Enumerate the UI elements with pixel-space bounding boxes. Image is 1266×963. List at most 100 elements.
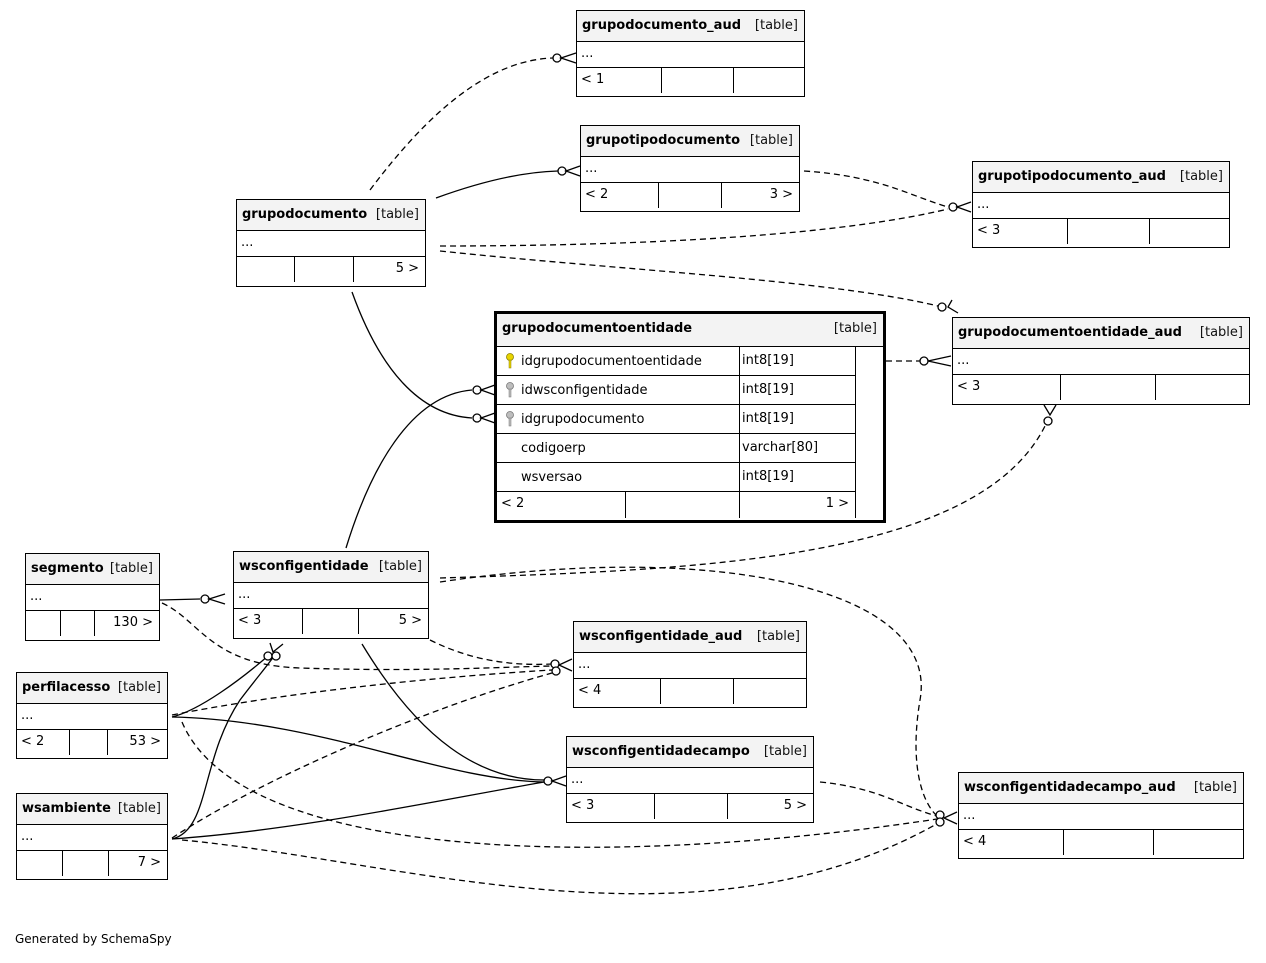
table-grupodocumento-aud[interactable]: grupodocumento_aud [table] ... < 1 bbox=[576, 10, 805, 97]
column-list: idgrupodocumentoentidade int8[19] idwsco… bbox=[497, 347, 883, 518]
edge-segmento-wsconfigentidade bbox=[159, 598, 201, 601]
table-footer: < 4 bbox=[574, 679, 806, 704]
edge-grupodocumento-gde-aud bbox=[439, 250, 939, 307]
table-type: [table] bbox=[1199, 325, 1243, 340]
table-header: grupodocumentoentidade[table] bbox=[497, 314, 883, 347]
edge-grupodocumento-grupotipodocumento-aud bbox=[439, 208, 949, 247]
table-body: ... bbox=[577, 42, 804, 68]
table-name: grupodocumento_aud bbox=[582, 18, 742, 33]
edge-grupodocumento-gde bbox=[351, 291, 473, 419]
footer-children[interactable]: 5 > bbox=[395, 261, 419, 276]
footer-middle bbox=[1064, 830, 1154, 855]
footer-children[interactable] bbox=[1156, 375, 1249, 400]
table-footer: < 3 5 > bbox=[567, 794, 813, 819]
crow-foot bbox=[942, 811, 958, 825]
column-name: codigoerp bbox=[521, 441, 586, 456]
footer-children[interactable]: 3 > bbox=[769, 187, 793, 202]
column-row[interactable]: idwsconfigentidade int8[19] bbox=[497, 376, 856, 405]
footer-parents[interactable]: < 1 bbox=[577, 68, 662, 93]
table-body: ... bbox=[26, 585, 159, 611]
footer-children[interactable] bbox=[734, 679, 806, 704]
footer-children[interactable] bbox=[1150, 219, 1229, 244]
table-body-text: ... bbox=[977, 197, 990, 212]
footer-parents[interactable]: < 3 bbox=[953, 375, 1061, 400]
table-body: ... bbox=[953, 349, 1249, 375]
table-body: ... bbox=[959, 804, 1243, 830]
edge-perfilacesso-wsconfigentidade-aud bbox=[171, 669, 553, 716]
column-row[interactable]: idgrupodocumentoentidade int8[19] bbox=[497, 347, 856, 376]
footer-parents[interactable] bbox=[237, 257, 295, 282]
edge-wsambiente-wsconfigentidade bbox=[171, 655, 275, 840]
edge-wsconfigentidade-gde bbox=[345, 389, 473, 549]
table-footer: < 3 5 > bbox=[234, 609, 428, 634]
table-name: segmento bbox=[31, 561, 104, 576]
footer-parents[interactable]: < 3 bbox=[234, 609, 303, 634]
footer-parents[interactable]: < 2 bbox=[497, 492, 626, 518]
foreign-key-icon bbox=[506, 411, 514, 427]
column-row[interactable]: idgrupodocumento int8[19] bbox=[497, 405, 856, 434]
table-body-text: ... bbox=[21, 708, 34, 723]
footer-parents[interactable]: < 3 bbox=[567, 794, 655, 819]
footer-children[interactable] bbox=[1154, 830, 1243, 855]
table-wsconfigentidade[interactable]: wsconfigentidade[table] ... < 3 5 > bbox=[233, 551, 429, 639]
footer-children[interactable]: 130 > bbox=[113, 615, 153, 630]
edge-grupodocumento-grupodocumento-aud bbox=[369, 57, 554, 191]
table-header: segmento[table] bbox=[26, 554, 159, 585]
footer-middle bbox=[662, 68, 734, 93]
table-wsambiente[interactable]: wsambiente[table] ... 7 > bbox=[16, 793, 168, 880]
table-perfilacesso[interactable]: perfilacesso[table] ... < 2 53 > bbox=[16, 672, 168, 759]
footer-middle bbox=[1061, 375, 1156, 400]
table-body-text: ... bbox=[30, 589, 43, 604]
column-row[interactable]: codigoerp varchar[80] bbox=[497, 434, 856, 463]
edge-perfilacesso-wsconfigentidade bbox=[171, 655, 269, 718]
table-segmento[interactable]: segmento[table] ... 130 > bbox=[25, 553, 160, 641]
footer-parents[interactable]: < 2 bbox=[581, 183, 659, 208]
table-type: [table] bbox=[117, 801, 161, 816]
edge-wsconfigentidade-wcc-aud bbox=[439, 566, 938, 817]
footer-children[interactable]: 53 > bbox=[129, 734, 161, 749]
footer-parents[interactable]: < 4 bbox=[959, 830, 1064, 855]
footer-parents[interactable]: < 4 bbox=[574, 679, 661, 704]
table-grupodocumentoentidade[interactable]: grupodocumentoentidade[table] idgrupodoc… bbox=[494, 311, 886, 523]
table-header: wsconfigentidade[table] bbox=[234, 552, 428, 583]
table-header: wsconfigentidadecampo_aud[table] bbox=[959, 773, 1243, 804]
footer-children[interactable]: 7 > bbox=[137, 855, 161, 870]
table-body-text: ... bbox=[238, 587, 251, 602]
table-grupodocumentoentidade-aud[interactable]: grupodocumentoentidade_aud[table] ... < … bbox=[952, 317, 1250, 405]
table-header: grupodocumento_aud [table] bbox=[577, 11, 804, 42]
footer-parents[interactable] bbox=[17, 851, 63, 876]
crow-foot bbox=[564, 165, 581, 177]
edge-perfilacesso-wcc-aud bbox=[181, 721, 938, 848]
footer-parents[interactable] bbox=[26, 611, 61, 636]
table-type: [table] bbox=[833, 321, 877, 336]
crow-foot bbox=[479, 412, 496, 424]
table-body-text: ... bbox=[585, 161, 598, 176]
table-wsconfigentidadecampo-aud[interactable]: wsconfigentidadecampo_aud[table] ... < 4 bbox=[958, 772, 1244, 859]
footer-parents[interactable]: < 3 bbox=[973, 219, 1068, 244]
crow-foot bbox=[269, 642, 284, 654]
table-grupotipodocumento[interactable]: grupotipodocumento[table] ... < 2 3 > bbox=[580, 125, 800, 212]
footer-parents[interactable]: < 2 bbox=[17, 730, 70, 755]
table-grupotipodocumento-aud[interactable]: grupotipodocumento_aud[table] ... < 3 bbox=[972, 161, 1230, 248]
crow-foot bbox=[479, 384, 496, 396]
table-body-text: ... bbox=[957, 353, 970, 368]
table-type: [table] bbox=[754, 18, 798, 33]
footer-children[interactable]: 5 > bbox=[398, 613, 422, 628]
column-name: idgrupodocumento bbox=[521, 412, 645, 427]
table-body: ... bbox=[237, 231, 425, 257]
endpoint-circle bbox=[263, 651, 273, 661]
table-footer: < 1 bbox=[577, 68, 804, 93]
footer-children[interactable]: 5 > bbox=[783, 798, 807, 813]
edge-wsconfigentidade-gde-aud bbox=[439, 423, 1047, 579]
footer-children[interactable]: 1 > bbox=[825, 496, 849, 511]
edge-wsambiente-wcc-aud bbox=[181, 821, 941, 895]
edge-grupotipodocumento-aud bbox=[803, 170, 949, 208]
table-grupodocumento[interactable]: grupodocumento[table] ... 5 > bbox=[236, 199, 426, 287]
column-row[interactable]: wsversao int8[19] bbox=[497, 463, 856, 492]
table-wsconfigentidade-aud[interactable]: wsconfigentidade_aud[table] ... < 4 bbox=[573, 621, 807, 708]
table-wsconfigentidadecampo[interactable]: wsconfigentidadecampo[table] ... < 3 5 > bbox=[566, 736, 814, 823]
edge-wsconfigentidade-wsconfigentidade-aud bbox=[429, 639, 553, 665]
table-name: grupodocumento bbox=[242, 207, 368, 222]
table-type: [table] bbox=[756, 629, 800, 644]
footer-children[interactable] bbox=[734, 68, 804, 93]
